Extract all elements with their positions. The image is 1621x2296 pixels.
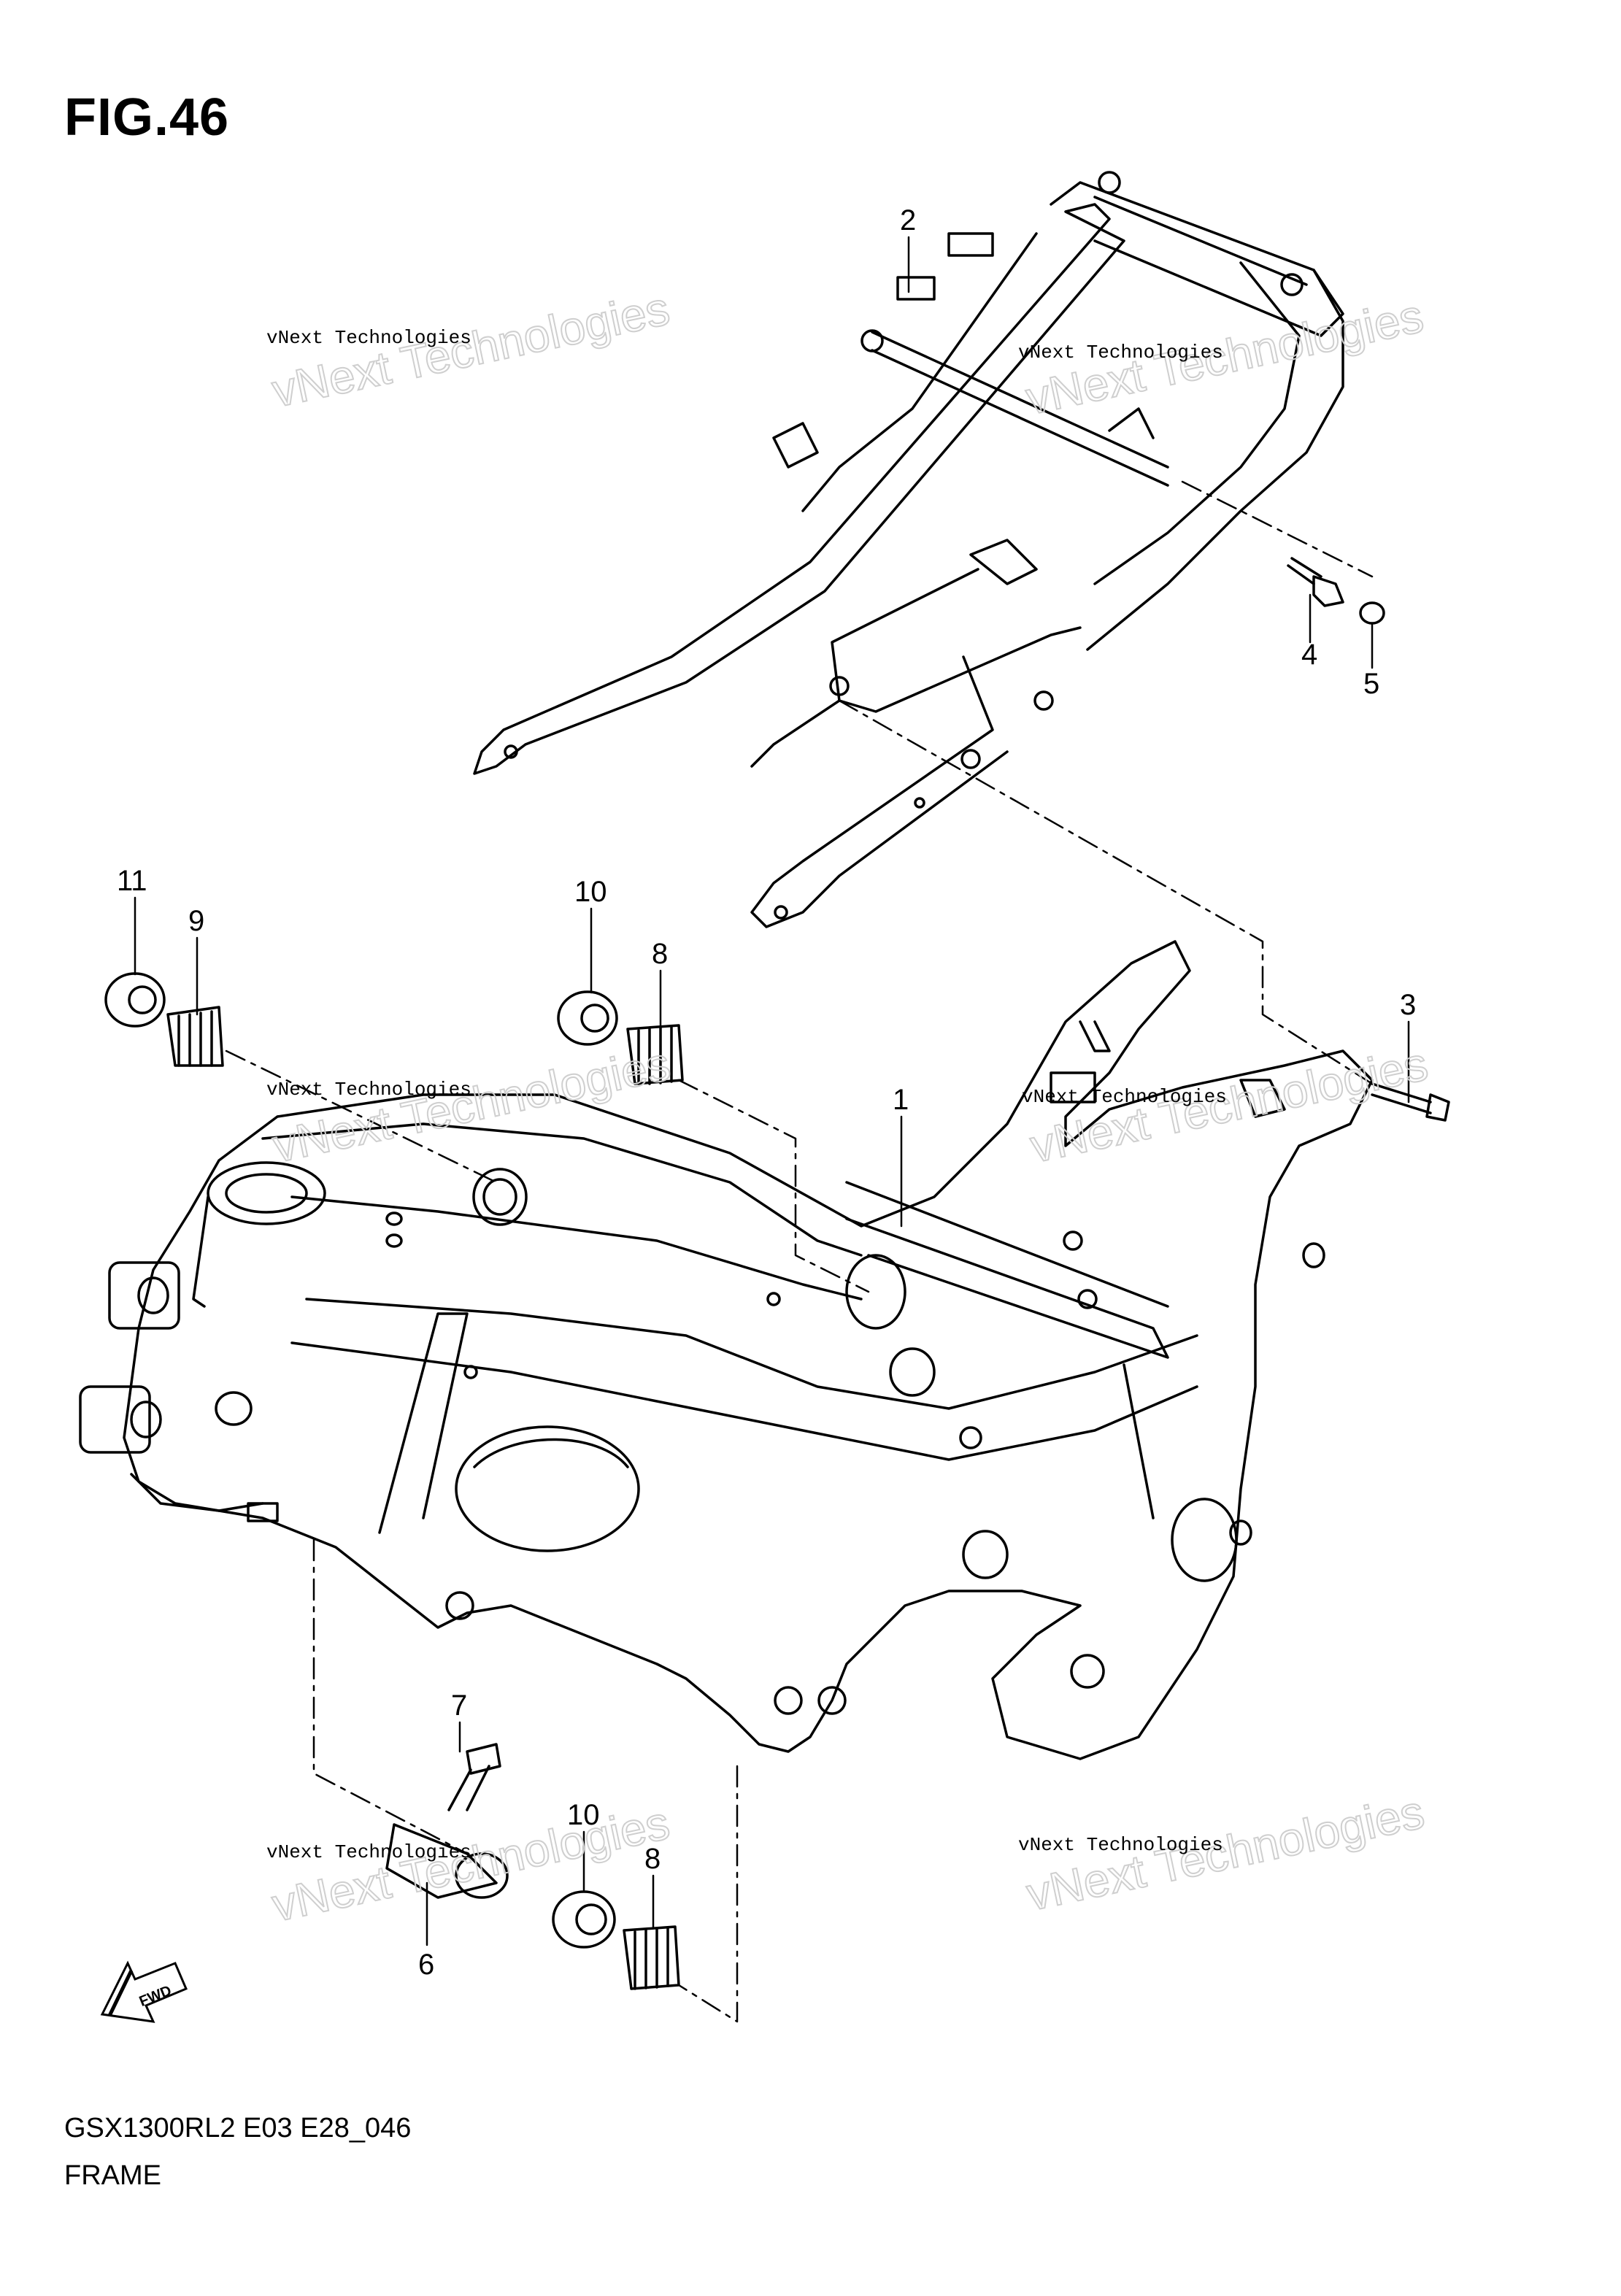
callout-8-lower: 8: [644, 1843, 661, 1875]
assembly-lines: [225, 480, 1374, 2023]
collar-part-6: [385, 1823, 509, 1899]
fwd-arrow-icon: FWD: [100, 1960, 188, 2023]
bolt-part-3: [1371, 1082, 1450, 1122]
callout-11: 11: [117, 865, 147, 897]
seat-rail-assembly: [473, 171, 1344, 928]
watermark-big-1: vNext Technologies: [268, 282, 674, 417]
watermark-3: vNext Technologies: [266, 1079, 471, 1101]
main-frame: [79, 940, 1374, 1760]
callout-3: 3: [1400, 989, 1416, 1021]
nut-part-10-upper: [557, 990, 618, 1046]
leader-lines: [134, 236, 1410, 1946]
callout-numbers: 2 4 5 3 1 11 9 10 8 7 6 10 8: [117, 204, 1416, 1981]
callout-8-upper: 8: [652, 938, 668, 970]
watermark-1: vNext Technologies: [266, 327, 471, 349]
callout-6: 6: [418, 1949, 434, 1981]
diagram-name: FRAME: [64, 2160, 161, 2191]
callout-9: 9: [188, 905, 204, 937]
callout-5: 5: [1363, 668, 1379, 700]
diagram-code: GSX1300RL2 E03 E28_046: [64, 2113, 412, 2143]
watermark-2: vNext Technologies: [1018, 342, 1223, 363]
callout-1: 1: [893, 1084, 909, 1116]
bolt-part-4: [1287, 557, 1344, 607]
callout-7: 7: [451, 1690, 467, 1722]
nut-part-11: [104, 972, 166, 1028]
spring-part-8-lower: [623, 1925, 680, 1990]
watermark-big-3: vNext Technologies: [269, 1037, 675, 1173]
callout-10-lower: 10: [567, 1799, 600, 1831]
watermark-6: vNext Technologies: [1018, 1834, 1223, 1856]
watermarks: vNext Technologies vNext Technologies vN…: [266, 281, 1433, 1933]
bolt-part-7: [447, 1743, 501, 1811]
spring-part-8-upper: [626, 1024, 684, 1085]
watermark-4: vNext Technologies: [1022, 1086, 1227, 1108]
callout-4: 4: [1301, 639, 1317, 671]
callout-2: 2: [900, 204, 916, 236]
cap-part-5: [1359, 601, 1385, 625]
watermark-5: vNext Technologies: [266, 1841, 471, 1863]
spring-part-9: [166, 1006, 224, 1067]
figure-title: FIG.46: [64, 88, 230, 147]
nut-part-10-lower: [552, 1890, 616, 1949]
callout-10-upper: 10: [574, 876, 607, 908]
